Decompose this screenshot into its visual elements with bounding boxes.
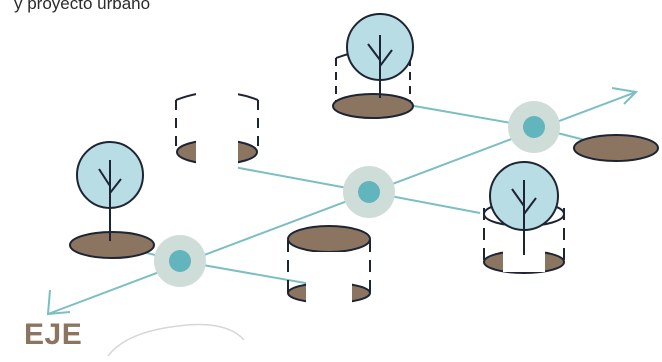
planter-icon (175, 86, 259, 170)
axis-label: EJE (24, 318, 83, 351)
planter-icon (287, 225, 371, 304)
arrow-icon (46, 289, 71, 316)
axis-node-icon (154, 235, 206, 287)
soft-outline (107, 323, 245, 357)
axis-node-icon (508, 101, 560, 153)
caption-text: y proyecto urbano (14, 0, 151, 13)
tree-icon (69, 141, 155, 259)
planter-icon (573, 134, 659, 162)
axis-node-icon (343, 166, 395, 218)
tree-icon (332, 13, 414, 119)
tree-icon (483, 161, 565, 274)
arrow-icon (611, 87, 639, 105)
